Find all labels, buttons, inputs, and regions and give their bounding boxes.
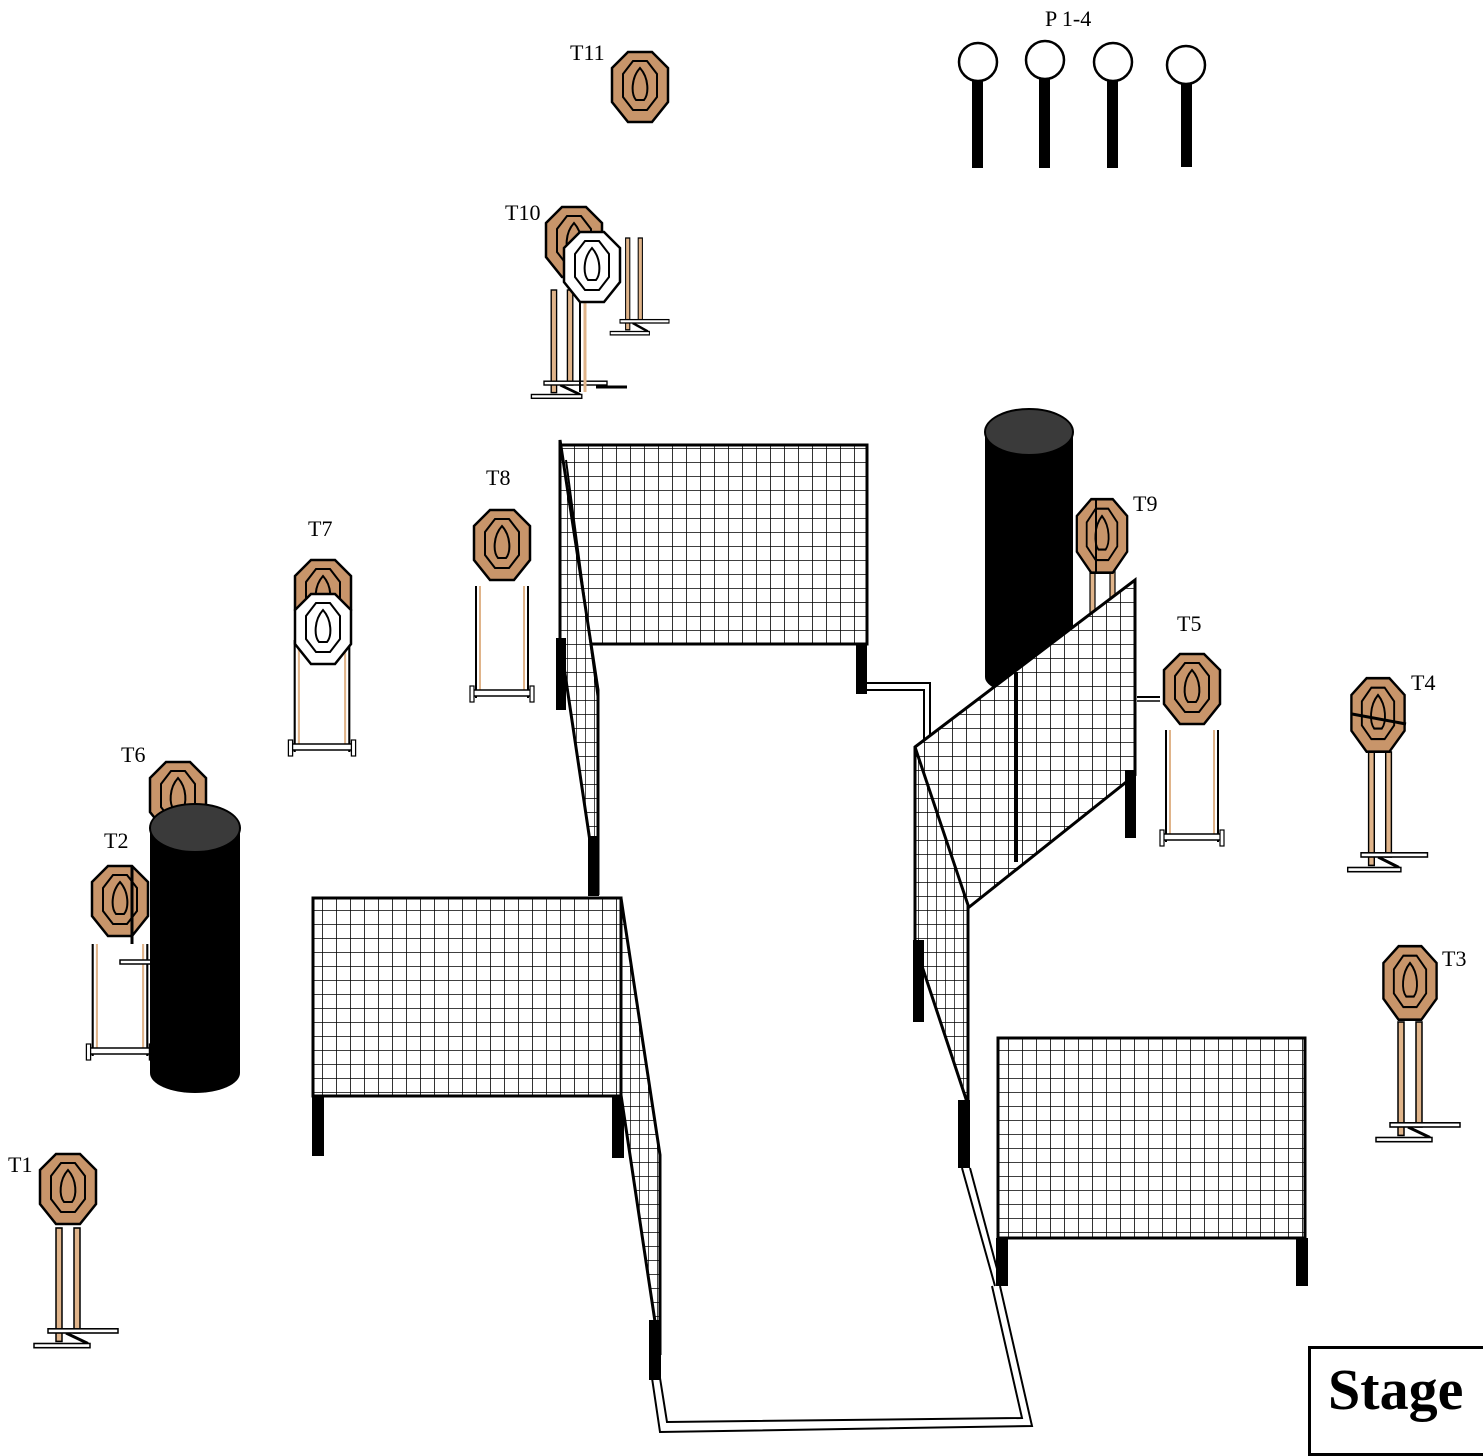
target-t10: T10 <box>505 200 627 400</box>
popper-icon <box>957 41 999 168</box>
target-label: T8 <box>486 465 510 490</box>
stage-title-box: Stage <box>1308 1346 1483 1456</box>
target-t6: T6 <box>121 742 208 834</box>
target-t1: T1 <box>8 1152 120 1350</box>
target-label: T5 <box>1177 611 1201 636</box>
target-t11: T11 <box>570 40 671 337</box>
stage-title: Stage <box>1328 1357 1464 1422</box>
popper-group: P 1-4 <box>957 6 1207 168</box>
target-label: T2 <box>104 828 128 853</box>
wall-upper-center <box>556 439 869 896</box>
target-t5: T5 <box>1137 611 1225 847</box>
target-t2: T2 <box>85 828 155 1062</box>
target-label: T3 <box>1442 946 1466 971</box>
popper-icon <box>1024 39 1066 168</box>
start-box-outline <box>651 1167 1034 1434</box>
target-t9: T9 <box>1075 491 1157 621</box>
connector-rail <box>867 682 931 745</box>
target-label: T1 <box>8 1152 32 1177</box>
wall-right-angled <box>913 576 1137 1168</box>
target-t8: T8 <box>469 465 535 703</box>
target-label: T4 <box>1411 670 1435 695</box>
target-label: T7 <box>308 516 332 541</box>
popper-icon <box>1092 41 1134 168</box>
wall-lower-right <box>996 1036 1308 1286</box>
target-label: T10 <box>505 200 540 225</box>
target-t3: T3 <box>1374 944 1466 1144</box>
target-label: T6 <box>121 742 145 767</box>
target-t4: T4 <box>1346 670 1435 874</box>
poppers-label: P 1-4 <box>1045 6 1091 31</box>
target-t7: T7 <box>287 516 357 758</box>
wall-lower-left <box>311 896 662 1380</box>
target-label: T9 <box>1133 491 1157 516</box>
barrel-left <box>149 803 241 1093</box>
target-label: T11 <box>570 40 605 65</box>
popper-icon <box>1165 44 1207 167</box>
